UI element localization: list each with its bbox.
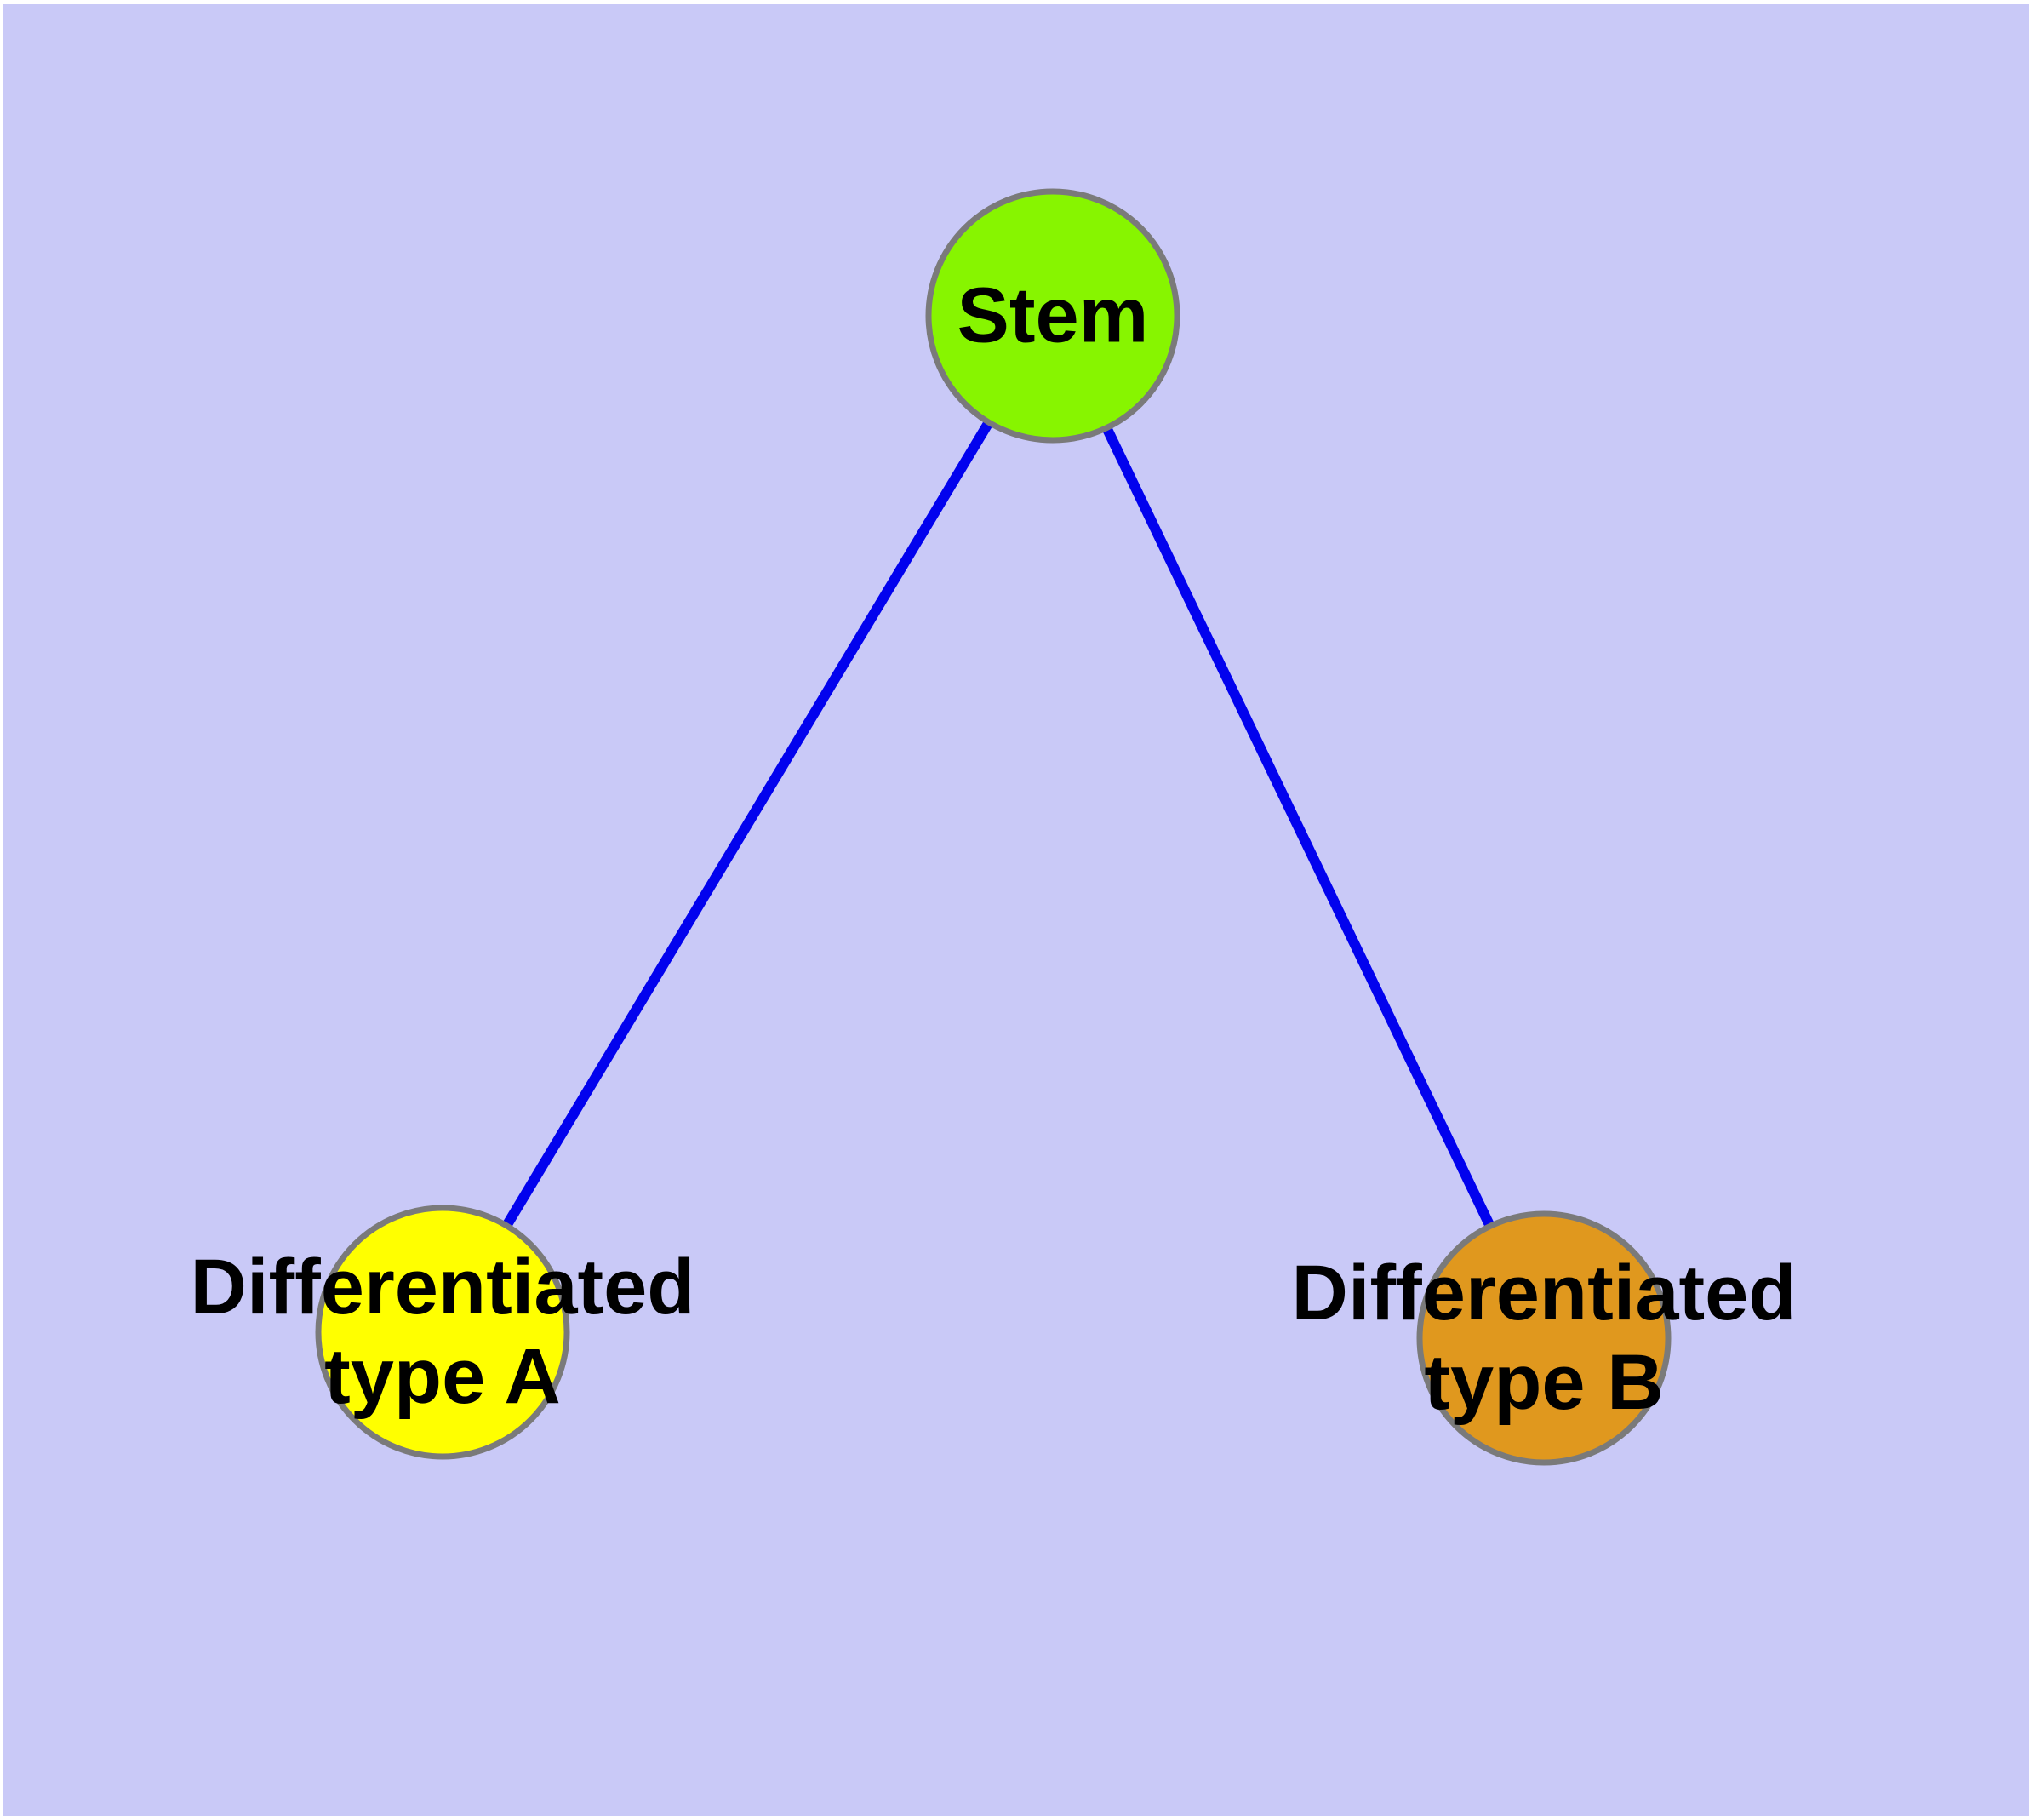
node-label-type-b-line2: type B	[1424, 1339, 1664, 1426]
node-label-type-a-line2: type A	[324, 1333, 561, 1420]
node-differentiated-type-a	[315, 1205, 570, 1460]
edge-stem-to-type-b	[1048, 313, 1549, 1341]
node-label-type-b-line1: Differentiated	[1291, 1250, 1797, 1336]
edge-stem-to-type-a	[437, 312, 1058, 1336]
node-differentiated-type-b	[1416, 1210, 1672, 1466]
node-label-type-a-line1: Differentiated	[190, 1244, 695, 1331]
node-stem	[925, 188, 1180, 444]
node-label-differentiated-type-a: Differentiated type A	[191, 1243, 695, 1422]
node-label-differentiated-type-b: Differentiated type B	[1292, 1249, 1797, 1428]
node-label-stem: Stem	[957, 272, 1149, 361]
node-label-stem-text: Stem	[957, 272, 1149, 359]
